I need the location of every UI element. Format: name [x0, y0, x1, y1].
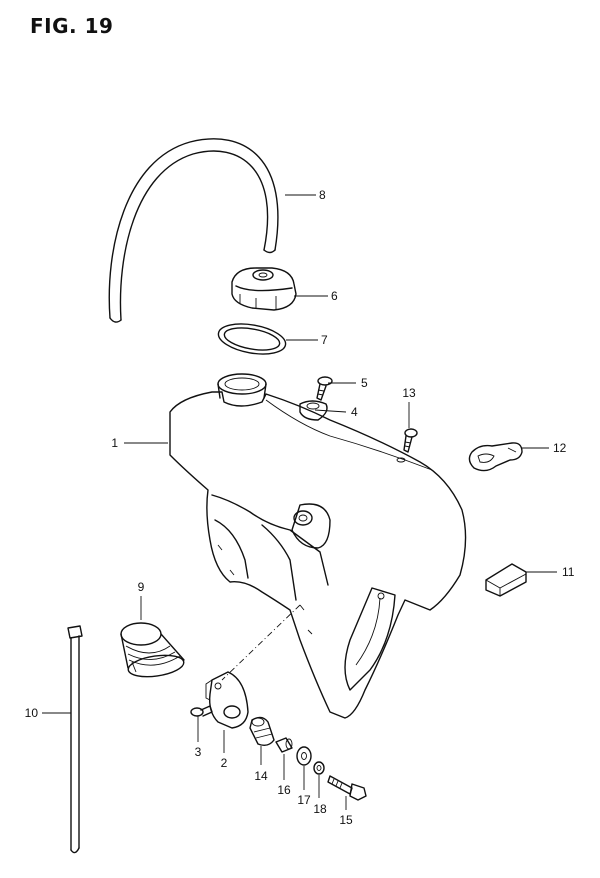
callout-10: 10: [25, 706, 39, 720]
part-14-cushion: [249, 716, 275, 747]
callout-15: 15: [339, 813, 353, 827]
part-7-cap-gasket: [217, 323, 287, 355]
figure-title: FIG. 19: [30, 14, 114, 38]
callout-11: 11: [562, 565, 575, 579]
callout-7: 7: [321, 333, 328, 347]
callout-6: 6: [331, 289, 338, 303]
part-18-lock-washer: [313, 761, 325, 775]
assembly-centerline: [221, 604, 301, 681]
part-12-strap: [468, 442, 523, 472]
part-1-fuel-tank: [169, 373, 467, 719]
callout-5: 5: [361, 376, 368, 390]
callout-labels: 1 2 3 4 5 6 7 8 9 10 11 12 13 14 15 16 1…: [25, 188, 575, 827]
part-3-bolt: [190, 705, 213, 717]
part-10-cable-tie: [67, 625, 83, 854]
callout-13: 13: [402, 386, 416, 400]
part-4-cushion: [299, 400, 328, 421]
leader-lines: [42, 194, 557, 810]
callout-17: 17: [297, 793, 311, 807]
part-6-fuel-cap: [231, 267, 297, 311]
part-5-screw: [316, 376, 333, 401]
part-8-breather-hose: [108, 138, 279, 323]
part-17-washer: [296, 746, 312, 766]
callout-9: 9: [138, 580, 145, 594]
part-2-bracket: [205, 671, 249, 729]
callout-2: 2: [221, 756, 228, 770]
callout-4: 4: [351, 405, 358, 419]
part-9-grommet: [120, 622, 185, 678]
part-13-screw: [403, 428, 418, 453]
callout-1: 1: [111, 436, 118, 450]
callout-18: 18: [313, 802, 327, 816]
part-15-bolt: [327, 775, 367, 801]
part-11-pad: [485, 563, 527, 597]
callout-16: 16: [277, 783, 291, 797]
callout-3: 3: [195, 745, 202, 759]
callout-8: 8: [319, 188, 326, 202]
callout-12: 12: [553, 441, 567, 455]
callout-14: 14: [254, 769, 268, 783]
part-16-collar: [275, 737, 293, 753]
